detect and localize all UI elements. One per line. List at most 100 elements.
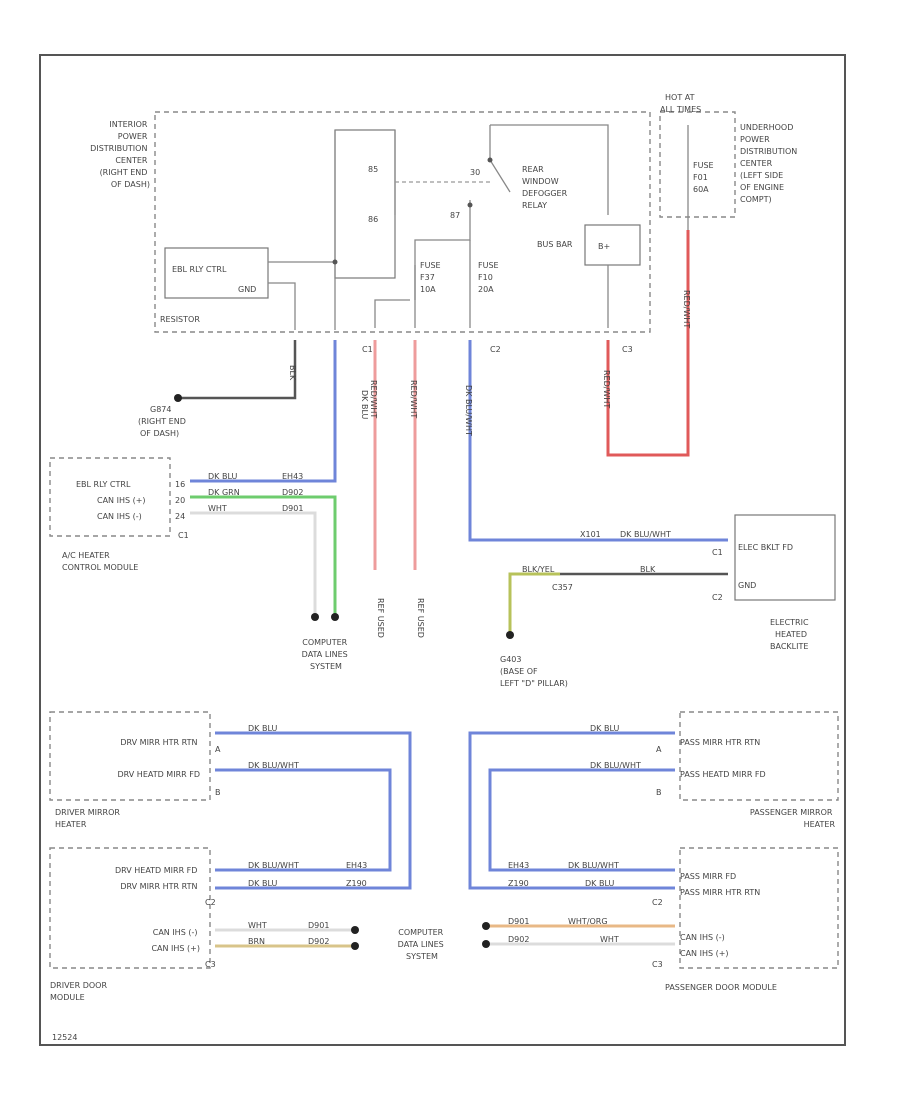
gnd-label: GND: [238, 285, 256, 294]
passenger-door-box: [679, 847, 839, 969]
driver-door-box: [49, 847, 211, 969]
diagram-id: 12524: [52, 1033, 77, 1042]
ground-g403-dot: [506, 631, 514, 639]
relay-pin-30: 30: [470, 168, 480, 177]
wire-label-drv-can-minus: WHT: [248, 921, 267, 930]
ac-module-pin-labels: EBL RLY CTRL CAN IHS (+) CAN IHS (-): [76, 480, 148, 521]
wire-label-pass-can-minus: WHT/ORG: [568, 917, 608, 926]
wire-label-drv-door-rtn: DK BLU: [248, 879, 277, 888]
relay-coil-box: [334, 129, 396, 279]
wire-label-pass-mirr-fd: DK BLU/WHT: [590, 761, 641, 770]
circuit-pass-rtn: Z190: [508, 879, 529, 888]
wire-label-red1: RED/WHT: [369, 380, 378, 418]
electric-backlite-name: ELECTRIC HEATED BACKLITE: [770, 618, 811, 651]
circuit-e143: EH43: [282, 472, 303, 481]
ac-connector-c1: C1: [178, 531, 189, 540]
wire-label-drv-mirr-fd: DK BLU/WHT: [248, 761, 299, 770]
cdl-dot-2: [331, 613, 339, 621]
passenger-mirror-pins: PASS MIRR HTR RTN PASS HEATD MIRR FD: [680, 738, 766, 779]
cdl-dot-1: [311, 613, 319, 621]
pass-can-dot-2: [482, 940, 490, 948]
passenger-mirror-box: [679, 711, 839, 801]
connector-c357: C357: [552, 583, 573, 592]
wire-label-g874: BLK: [288, 365, 297, 381]
wire-label-gnd-yg: BLK/YEL: [522, 565, 555, 574]
wire-can-plus-ac: [190, 495, 337, 615]
wire-label-drv-mirr-rtn: DK BLU: [248, 724, 277, 733]
circuit-drv-rtn: Z190: [346, 879, 367, 888]
ground-g403-label: G403 (BASE OF LEFT "D" PILLAR): [500, 655, 568, 688]
passenger-mirror-name: PASSENGER MIRROR HEATER: [750, 808, 836, 829]
circuit-pass-can-plus: D902: [508, 935, 529, 944]
ipdc-box: [154, 111, 651, 333]
resistor-label: RESISTOR: [160, 315, 200, 324]
ref-used-1: REF USED: [376, 598, 385, 638]
relay-pin-87: 87: [450, 211, 460, 220]
backlite-gnd-label: GND: [738, 581, 756, 590]
ground-g874-dot: [174, 394, 182, 402]
passenger-door-name: PASSENGER DOOR MODULE: [665, 983, 777, 992]
driver-door-pins: DRV HEATD MIRR FD DRV MIRR HTR RTN CAN I…: [115, 866, 200, 953]
circuit-pass-fd: EH43: [508, 861, 529, 870]
drv-door-c3: C3: [205, 960, 216, 969]
pass-can-dot-1: [482, 922, 490, 930]
pass-mirror-pin-b: B: [656, 788, 662, 797]
ac-module-name: A/C HEATER CONTROL MODULE: [62, 551, 138, 572]
ref-used-2: REF USED: [416, 598, 425, 638]
wire-label-f10: DK BLU/WHT: [464, 385, 473, 436]
wire-label-drv-door-fd: DK BLU/WHT: [248, 861, 299, 870]
backlite-c1: C1: [712, 548, 723, 557]
circuit-drv-can-minus: D901: [308, 921, 329, 930]
relay-pin-85: 85: [368, 165, 378, 174]
relay-label: REAR WINDOW DEFOGGER RELAY: [522, 165, 570, 210]
drv-mirror-pin-a: A: [215, 745, 221, 754]
b-plus-label: B+: [598, 242, 610, 251]
driver-mirror-name: DRIVER MIRROR HEATER: [55, 808, 123, 829]
wire-to-backlite: [468, 340, 728, 542]
wire-label-pass-door-rtn: DK BLU: [585, 879, 614, 888]
bus-bar-box: [584, 224, 641, 266]
pass-door-c2: C2: [652, 898, 663, 907]
backlite-feed-label: ELEC BKLT FD: [738, 543, 793, 552]
passenger-door-pins: PASS MIRR FD PASS MIRR HTR RTN CAN IHS (…: [680, 872, 763, 958]
wire-pass-mirr-fd: [488, 768, 675, 872]
wire-drv-mirr-rtn: [215, 731, 412, 890]
computer-data-lines-top: COMPUTER DATA LINES SYSTEM: [302, 638, 351, 671]
drv-mirror-pin-b: B: [215, 788, 221, 797]
wire-gnd-g403: [508, 572, 560, 632]
driver-door-name: DRIVER DOOR MODULE: [50, 981, 110, 1002]
ebl-rly-ctrl-label: EBL RLY CTRL: [172, 265, 227, 274]
driver-mirror-box: [49, 711, 211, 801]
circuit-x101: X101: [580, 530, 601, 539]
wire-label-updc: RED/WHT: [682, 290, 691, 328]
circuit-d901: D901: [282, 504, 303, 513]
connector-c3-top: C3: [622, 345, 633, 354]
backlite-c2: C2: [712, 593, 723, 602]
updc-label: UNDERHOOD POWER DISTRIBUTION CENTER (LEF…: [740, 123, 800, 204]
circuit-drv-can-plus: D902: [308, 937, 329, 946]
wire-pass-mirr-rtn: [468, 731, 675, 890]
ac-module-pins: 16 20 24: [175, 480, 188, 521]
pass-mirror-pin-a: A: [656, 745, 662, 754]
drv-can-dot-1: [351, 926, 359, 934]
diagram-frame: [39, 54, 846, 1046]
drv-can-dot-2: [351, 942, 359, 950]
circuit-drv-fd: EH43: [346, 861, 367, 870]
wire-label-c1: DK BLU/WHT: [620, 530, 671, 539]
ebl-rly-ctrl-box: [164, 247, 269, 299]
computer-data-lines-bottom: COMPUTER DATA LINES SYSTEM: [398, 928, 447, 961]
pass-door-c3: C3: [652, 960, 663, 969]
fuse-f10-label: FUSE F10 20A: [478, 261, 501, 294]
wire-label-pass-can-plus: WHT: [600, 935, 619, 944]
backlite-box: [734, 514, 836, 601]
updc-box: [659, 111, 736, 218]
bus-bar-label: BUS BAR: [537, 240, 573, 249]
wire-bus-to-updc: [606, 230, 690, 457]
fuse-f37-label: FUSE F37 10A: [420, 261, 443, 294]
wire-label-gnd: BLK: [640, 565, 656, 574]
wire-can-minus-ac: [190, 511, 317, 615]
wire-label-ebl-vert: DK BLU: [360, 390, 369, 419]
wire-ebl-rly-ctrl: [190, 340, 337, 483]
ground-g874-label: G874 (RIGHT END OF DASH): [138, 405, 188, 438]
